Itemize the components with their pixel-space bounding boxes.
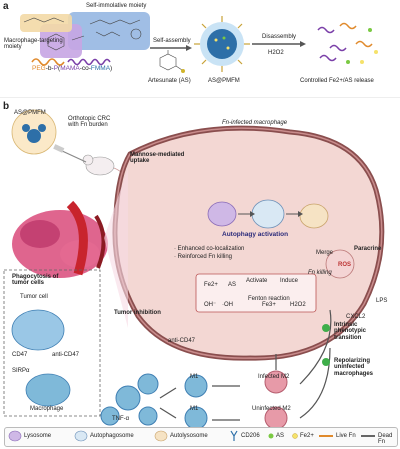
m1-cell-cluster xyxy=(100,373,208,428)
orthotopic-line1: Orthotopic CRC xyxy=(68,116,111,122)
reaction-fe2: Fe2+ xyxy=(204,282,218,288)
panel-a-graphics xyxy=(0,12,400,98)
autolysosome-icon xyxy=(154,430,168,442)
legend-live-fn: Live Fn xyxy=(336,433,356,439)
cd47-label: CD47 xyxy=(12,352,28,358)
autophagosome-icon xyxy=(74,430,88,442)
mannose-line2: uptake xyxy=(130,158,150,165)
macrophage-inset-label: Macrophage xyxy=(30,406,64,412)
reaction-induce: Induce xyxy=(280,278,299,284)
polymer-p: P xyxy=(53,65,59,72)
legend-autolysosome: Autolysosome xyxy=(170,433,208,439)
phagocytosis-line2: tumor cells xyxy=(12,280,45,287)
cd206-icon xyxy=(230,430,238,441)
polymer-formula: PEG-b-P(MAMA-co-FMMA) xyxy=(32,65,113,72)
mannose-label: Mannose-mediated uptake xyxy=(130,152,184,165)
enhanced-label: · Enhanced co-localization xyxy=(174,246,245,252)
targeting-box xyxy=(40,24,82,58)
legend-icons xyxy=(8,430,375,442)
fn-infected-label: Fn-infected macrophage xyxy=(222,120,288,126)
panel-b-label: b xyxy=(3,101,10,112)
intrinsic-line3: transition xyxy=(334,334,362,341)
repolarizing-line1: Repolarizing xyxy=(334,358,371,364)
h2o2-label-a: H2O2 xyxy=(268,50,284,56)
infected-m2-label: Infected M2 xyxy=(258,374,290,380)
tumor-cell-label: Tumor cell xyxy=(20,294,48,300)
reaction-oh-minus: OH⁻ xyxy=(204,302,217,308)
tnf-label: TNF-α xyxy=(112,416,130,422)
lps-label: LPS xyxy=(376,298,388,304)
intrinsic-line2: phenotypic xyxy=(334,328,367,335)
panel-b-graphics xyxy=(3,109,385,428)
legend-cd206: CD206 xyxy=(241,433,260,439)
legend-fe2: Fe2+ xyxy=(300,433,314,439)
uninfected-m2-label: Uninfected M2 xyxy=(252,406,291,412)
reaction-oh-radical: ·OH xyxy=(222,302,233,308)
repolarizing-label: Repolarizing uninfected macrophages xyxy=(334,358,400,377)
merge-label: Merge xyxy=(316,250,334,256)
polymer-peg: PEG xyxy=(32,65,46,72)
reaction-box xyxy=(195,273,317,313)
ros-badge: ROS xyxy=(338,262,352,268)
reaction-fe3: Fe3+ xyxy=(262,302,276,308)
legend-autophagosome: Autophagosome xyxy=(90,433,134,439)
fn-killing-label: Fn killing xyxy=(308,270,332,276)
polymer-fmma: FMMA xyxy=(90,65,111,72)
legend-lysosome: Lysosome xyxy=(24,433,52,439)
intrinsic-line1: Intrinsic xyxy=(334,322,358,328)
released-fragments xyxy=(317,22,378,64)
disassembly-label: Disassembly xyxy=(262,34,297,40)
cxcl2-label: CXCL2 xyxy=(346,314,366,320)
anti-cd47-inset-label: anti-CD47 xyxy=(52,352,80,358)
fe2-icon xyxy=(292,433,298,439)
repolarizing-line2: uninfected macrophages xyxy=(334,364,374,377)
phagocytosis-box xyxy=(3,269,101,417)
tumor-inhibition-label: Tumor inhibition xyxy=(114,310,161,316)
polymer-co: -co- xyxy=(79,65,91,72)
orthotopic-line2: with Fn burden xyxy=(68,122,108,129)
nanoparticle-assembled xyxy=(194,16,250,72)
controlled-release-label: Controlled Fe2+/AS release xyxy=(300,78,374,84)
reaction-activate: Activate xyxy=(246,278,268,284)
as-icon xyxy=(268,433,274,439)
paracrine-label: Paracrine xyxy=(354,246,382,252)
m1-bottom-label: M1 xyxy=(190,406,199,412)
legend-as: AS xyxy=(276,433,285,439)
as-pmfm-bubble-label: AS@PMFM xyxy=(14,110,46,116)
reaction-as: AS xyxy=(228,282,237,288)
uninfected-m2-cell xyxy=(264,406,288,428)
m1-top-label: M1 xyxy=(190,374,199,380)
mannose-line1: Mannose-mediated xyxy=(130,152,185,158)
sirpa-label: SIRPα xyxy=(12,368,30,374)
legend: Lysosome Autophagosome Autolysosome CD20… xyxy=(4,427,398,447)
self-immolative-box xyxy=(68,12,150,50)
reaction-h2o2: H2O2 xyxy=(290,302,306,308)
artesunate-label: Artesunate (AS) xyxy=(148,78,191,84)
reinforced-label: · Reinforced Fn killing xyxy=(174,254,233,260)
anti-cd47-main-label: anti-CD47 xyxy=(168,338,196,344)
as-pmfm-label: AS@PMFM xyxy=(208,78,240,84)
panel-a-label: a xyxy=(3,1,9,12)
phagocytosis-line1: Phagocytosis of xyxy=(12,274,59,280)
peg-chain-box xyxy=(20,14,72,32)
reaction-fenton: Fenton reaction xyxy=(248,296,290,302)
self-assembly-label: Self-assembly xyxy=(153,38,191,44)
phagocytosis-label: Phagocytosis of tumor cells xyxy=(12,274,58,287)
polymer-b1: -b- xyxy=(45,65,54,72)
legend-dead-fn: Dead Fn xyxy=(378,433,393,445)
lysosome-icon xyxy=(8,430,22,442)
mouse-drawing xyxy=(53,144,127,181)
polymer-mama: MAMA xyxy=(60,65,80,72)
self-immolative-label: Self-immolative moiety xyxy=(86,3,147,9)
macrophage-targeting-label: Macrophage-targeting moiety xyxy=(4,38,64,51)
infected-m2-cell xyxy=(264,370,288,394)
macrophage-targeting-text: Macrophage-targeting moiety xyxy=(4,38,63,51)
tumor-mass xyxy=(12,200,108,278)
orthotopic-label: Orthotopic CRC with Fn burden xyxy=(68,116,110,129)
autophagy-label: Autophagy activation xyxy=(222,231,289,238)
intrinsic-label: Intrinsic phenotypic transition xyxy=(334,322,366,341)
